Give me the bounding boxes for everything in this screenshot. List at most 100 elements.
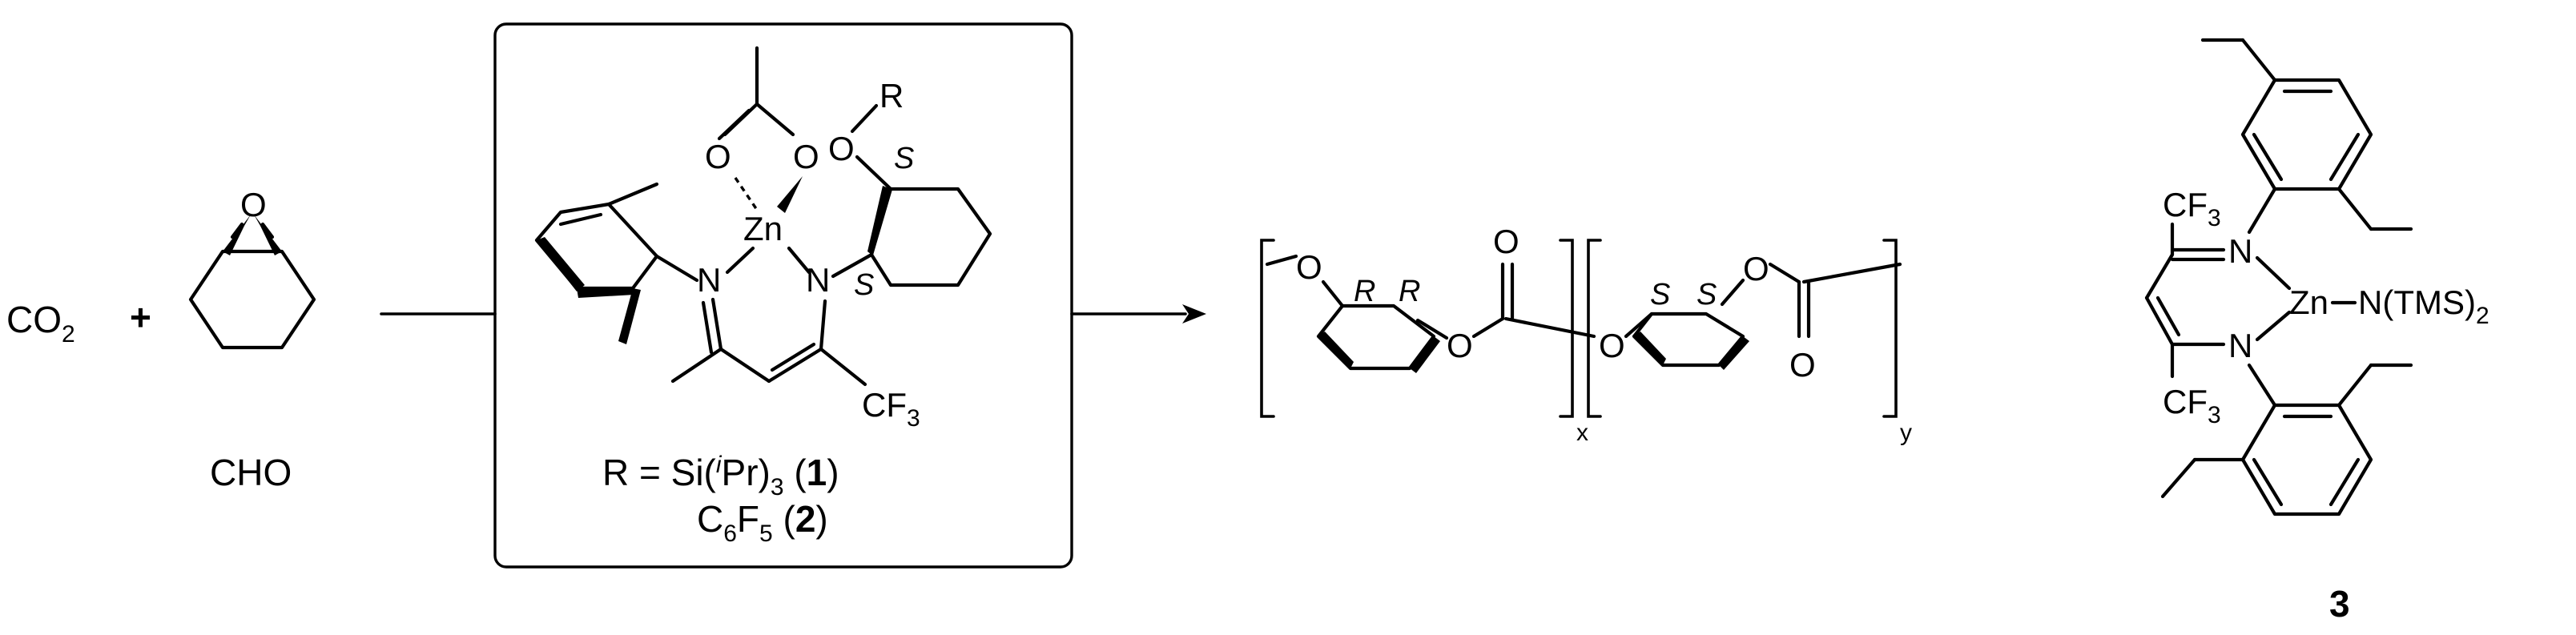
cf3-bottom: CF3: [2163, 383, 2221, 428]
stereo-s-4: S: [1697, 278, 1717, 311]
o-c-bond-1: [1321, 279, 1345, 308]
zn-o-wedge: [777, 176, 803, 213]
aryl-ring-front-bottom: [577, 287, 634, 298]
aryl-ring-front-edge: [537, 237, 585, 291]
backbone-cn-left: [710, 297, 723, 352]
acetate-oxygen-right: O: [793, 138, 819, 175]
polymer-oxygen-1: O: [1296, 248, 1322, 286]
aryl-bottom-double-2: [2328, 457, 2361, 507]
polymer-oxygen-5: O: [1743, 250, 1769, 287]
zn-n-left: [725, 246, 755, 275]
rr-front-wedge: [1318, 332, 1354, 368]
stereo-r-1: R: [1354, 275, 1375, 308]
polymer-oxygen-4: O: [1599, 327, 1625, 364]
n-aryl-top: [2247, 187, 2277, 235]
acetate-double-bond: [717, 108, 751, 141]
bracket-y-close: [1882, 239, 1898, 418]
n-aryl-bottom: [2247, 363, 2277, 408]
catalyst-box: [493, 22, 1073, 569]
epoxide-bond-right: [260, 222, 275, 239]
aryl-ring-bottom: [2240, 403, 2373, 516]
link-bond: [1503, 316, 1596, 339]
r-definition-2: C6F5 (2): [697, 498, 828, 547]
compound-3-label: 3: [2329, 583, 2350, 625]
epoxide-label: CHO: [210, 452, 292, 493]
ethyl-top-2a: [2337, 187, 2373, 231]
backbone-cc-2: [767, 347, 823, 384]
catalyst-cf3: CF3: [862, 386, 920, 432]
aryl-ring-inner: [558, 212, 603, 227]
zn-n-top: [2255, 255, 2292, 291]
epoxide-bond-left: [230, 222, 244, 239]
polymer-oxygen-6: O: [1789, 346, 1816, 384]
o-r-bond: [850, 103, 879, 134]
zn-n-bottom: [2255, 310, 2292, 342]
backbone-cf3-bond: [819, 347, 867, 387]
chain-end-left: [1265, 254, 1298, 267]
epoxide-oxygen: O: [240, 186, 267, 223]
o-carbonyl-bond-1: [1471, 316, 1505, 339]
catalyst-nitrogen-left: N: [697, 261, 721, 299]
stereo-s-3: S: [1650, 278, 1670, 311]
backbone-cc-top: [2144, 252, 2175, 300]
co2-molecule: CO2: [6, 299, 75, 348]
ethyl-bottom-1a: [2337, 363, 2373, 408]
c-o-bond-4: [1720, 278, 1745, 307]
ss-front-wedge-2: [1719, 336, 1749, 370]
aryl-bottom-double-3: [2252, 457, 2284, 507]
epoxide-wedge-left: [223, 215, 251, 255]
cyclohexyl-ring: [869, 187, 992, 287]
cyclohexane-rr: [1316, 303, 1436, 371]
catalyst-structure: O O Zn N N CF3 O: [534, 46, 992, 432]
arrow-head: [1182, 304, 1206, 324]
n-ch2-bond: [831, 252, 874, 279]
epoxide-ring-bonds: [188, 249, 316, 350]
ether-oxygen: O: [828, 130, 855, 167]
polymer-oxygen-2: O: [1447, 327, 1473, 364]
stereo-s-upper: S: [894, 142, 914, 175]
backbone-cn-left-double: [701, 300, 714, 355]
backbone-methyl: [670, 347, 723, 384]
zn-o-coordination: [734, 177, 759, 211]
aryl-top-double-2: [2328, 132, 2361, 182]
epoxide-wedge-right: [254, 215, 282, 255]
ntms-group: N(TMS)2: [2358, 283, 2489, 329]
bracket-x-open: [1260, 239, 1275, 418]
repeat-y: y: [1900, 420, 1912, 446]
ss-front-wedge: [1634, 332, 1666, 365]
nitrogen-top: N: [2228, 232, 2252, 270]
backbone-cc-1: [718, 347, 771, 384]
ethyl-top-1a: [2240, 38, 2277, 82]
catalyst-zinc: Zn: [743, 210, 783, 247]
aryl-methyl-bottom: [618, 288, 641, 344]
backbone-cc-bottom-double: [2155, 295, 2181, 337]
bracket-y-open: [1587, 239, 1602, 418]
repeat-x: x: [1576, 420, 1588, 446]
c-o-ether-bond: [855, 155, 893, 191]
ethyl-bottom-2b: [2160, 457, 2197, 499]
plus-sign: +: [130, 296, 151, 338]
nitrogen-bottom: N: [2228, 327, 2252, 364]
stereo-r-2: R: [1399, 275, 1420, 308]
stereo-s-lower: S: [854, 268, 874, 302]
zn-n-right: [787, 246, 811, 275]
catalyst-nitrogen-right: N: [806, 261, 830, 299]
acetate-oxygen-left: O: [705, 138, 731, 175]
backbone-cc-bottom: [2144, 295, 2175, 347]
polymer-oxygen-3: O: [1493, 223, 1519, 260]
backbone-cc-2-double: [770, 342, 816, 372]
aryl-top-double-3: [2252, 132, 2284, 182]
aryl-methyl-top: [606, 182, 659, 207]
compound-3: CF3 N N CF3 Zn N(TMS)2: [2144, 38, 2489, 516]
cf3-top: CF3: [2163, 186, 2221, 231]
ether-r-group: R: [879, 77, 904, 115]
chain-end-right: [1801, 262, 1902, 284]
backbone-cn-right: [819, 299, 827, 352]
bracket-x-close: [1559, 239, 1574, 418]
co2-formula: CO2: [6, 299, 75, 348]
polycarbonate-product: x O R R O O y O S S O O: [1260, 223, 1912, 446]
acetate-co-right: [755, 102, 795, 137]
c-o-bond-2: [1415, 318, 1449, 340]
cyclohexene-oxide: O: [188, 186, 316, 350]
